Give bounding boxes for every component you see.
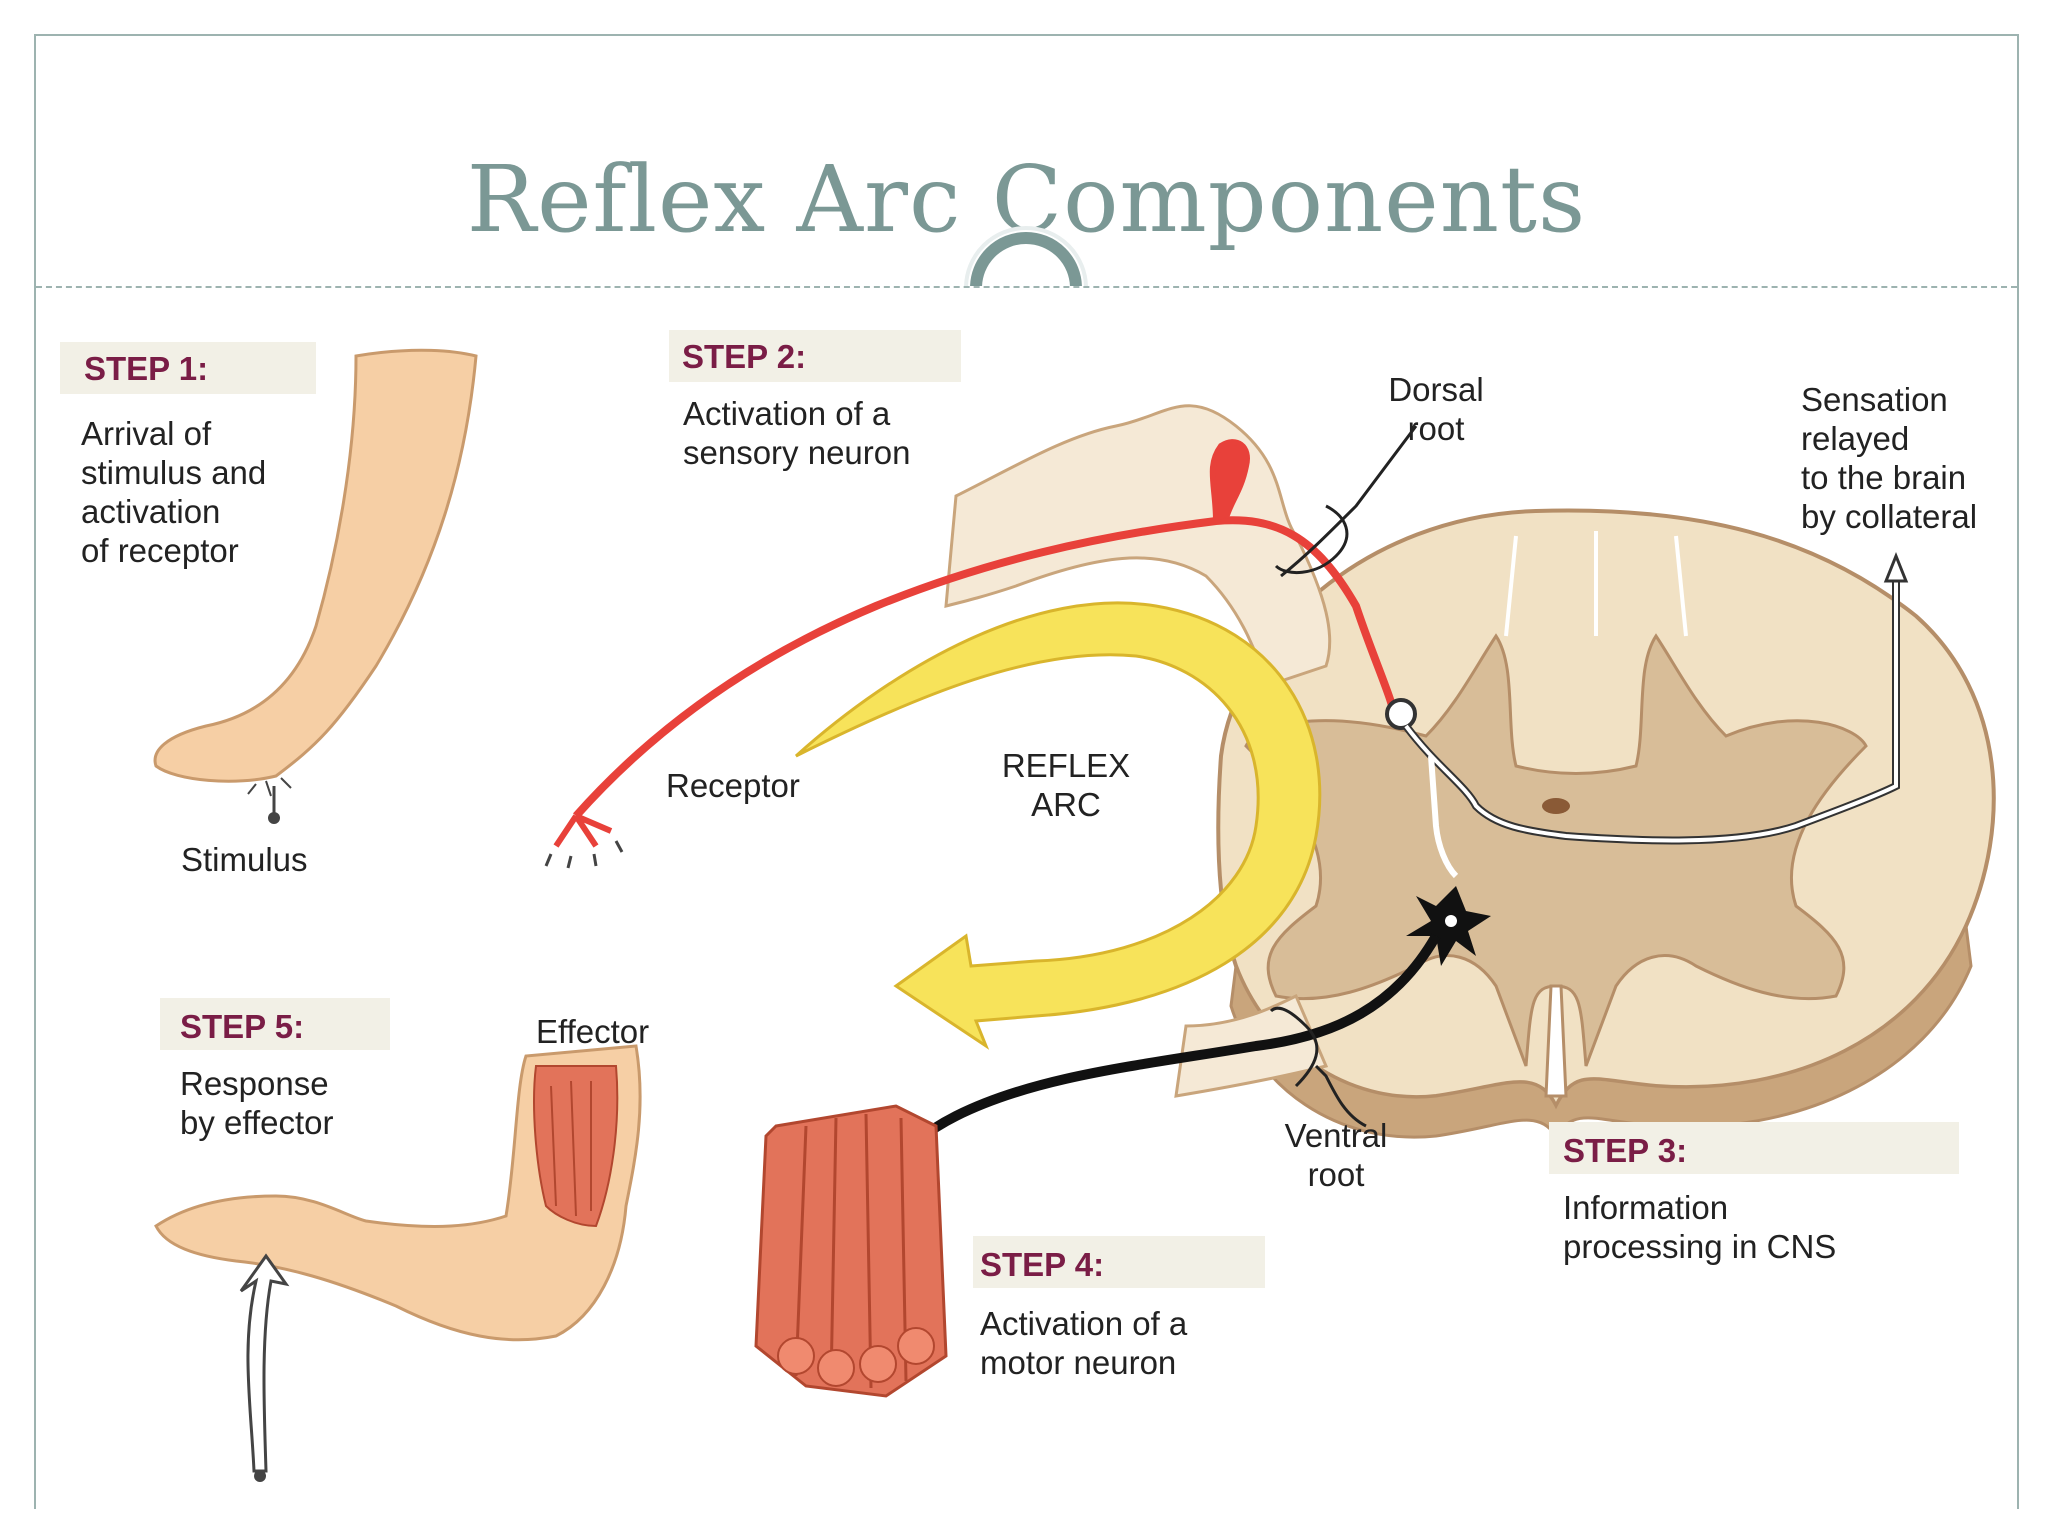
label-dorsal-root: Dorsal root xyxy=(1388,371,1484,447)
label-effector: Effector xyxy=(536,1013,650,1050)
stimulus-marks xyxy=(247,777,292,797)
label-receptor: Receptor xyxy=(666,767,800,804)
effector-muscle-fibers xyxy=(550,1080,592,1217)
step-5-box xyxy=(160,998,390,1050)
muscle-bundle xyxy=(754,1104,948,1398)
collateral-arrowhead xyxy=(1883,551,1909,583)
step-5-text: Response by effector xyxy=(180,1065,334,1141)
interneuron-collateral-core xyxy=(1404,576,1898,843)
central-canal xyxy=(1542,798,1570,814)
title-area: Reflex Arc Components xyxy=(36,36,2017,286)
ventral-root-pointer xyxy=(1314,1064,1367,1128)
receptor-endings xyxy=(553,813,613,848)
step-3-text: Information processing in CNS xyxy=(1563,1189,1837,1265)
title-divider xyxy=(36,286,2017,288)
reflex-arc-figure: STEP 1: Arrival of stimulus and activati… xyxy=(36,306,2017,1531)
step-4-title: STEP 4: xyxy=(980,1246,1105,1283)
reflex-arc-illustration xyxy=(153,348,1996,1482)
receptor-stimulus-marks xyxy=(544,840,624,869)
step-2-text: Activation of a sensory neuron xyxy=(683,395,911,471)
label-ventral-root: Ventral root xyxy=(1284,1117,1388,1193)
cord-depth xyxy=(1229,920,1973,1139)
label-sensation: Sensation relayed to the brain by collat… xyxy=(1801,381,1978,535)
response-pin-head xyxy=(254,1470,266,1482)
ornament-ring-inner xyxy=(970,232,1082,286)
arm-stimulus xyxy=(153,348,478,783)
dorsal-root-bracket xyxy=(1274,504,1349,575)
spinal-cord xyxy=(1216,508,1996,1139)
step-1-title: STEP 1: xyxy=(84,350,209,387)
step-3-box xyxy=(1549,1122,1959,1174)
step-4-box xyxy=(973,1236,1265,1288)
gray-matter xyxy=(1244,633,1868,1067)
response-arrow xyxy=(239,1253,290,1473)
sensory-cell-body xyxy=(1209,439,1250,522)
interneuron-axon xyxy=(1428,755,1459,879)
motor-neuron-nucleus xyxy=(1445,915,1457,927)
step-5-title: STEP 5: xyxy=(180,1008,305,1045)
step-2-title: STEP 2: xyxy=(682,338,807,375)
arm-response xyxy=(154,1044,642,1342)
label-stimulus: Stimulus xyxy=(181,841,308,878)
dorsal-septa xyxy=(1504,531,1688,637)
step-1-box xyxy=(60,342,316,394)
ventral-root-bracket xyxy=(1269,1006,1319,1088)
dorsal-root-pointer xyxy=(1280,425,1418,578)
interneuron-cell-body xyxy=(1385,698,1417,730)
reflex-arc-arrow xyxy=(794,601,1322,1050)
slide-frame xyxy=(34,34,2019,1509)
stimulus-pin-head xyxy=(268,812,280,824)
label-reflex-arc: REFLEX ARC xyxy=(1001,747,1131,823)
title-ornament xyxy=(964,226,1088,286)
step-4-text: Activation of a motor neuron xyxy=(980,1305,1188,1381)
step-2-box xyxy=(669,330,961,382)
step-1-text: Arrival of stimulus and activation of re… xyxy=(81,415,267,569)
step-3-title: STEP 3: xyxy=(1563,1132,1688,1169)
ventral-fissure xyxy=(1544,984,1568,1098)
sensory-neuron xyxy=(573,516,1400,819)
